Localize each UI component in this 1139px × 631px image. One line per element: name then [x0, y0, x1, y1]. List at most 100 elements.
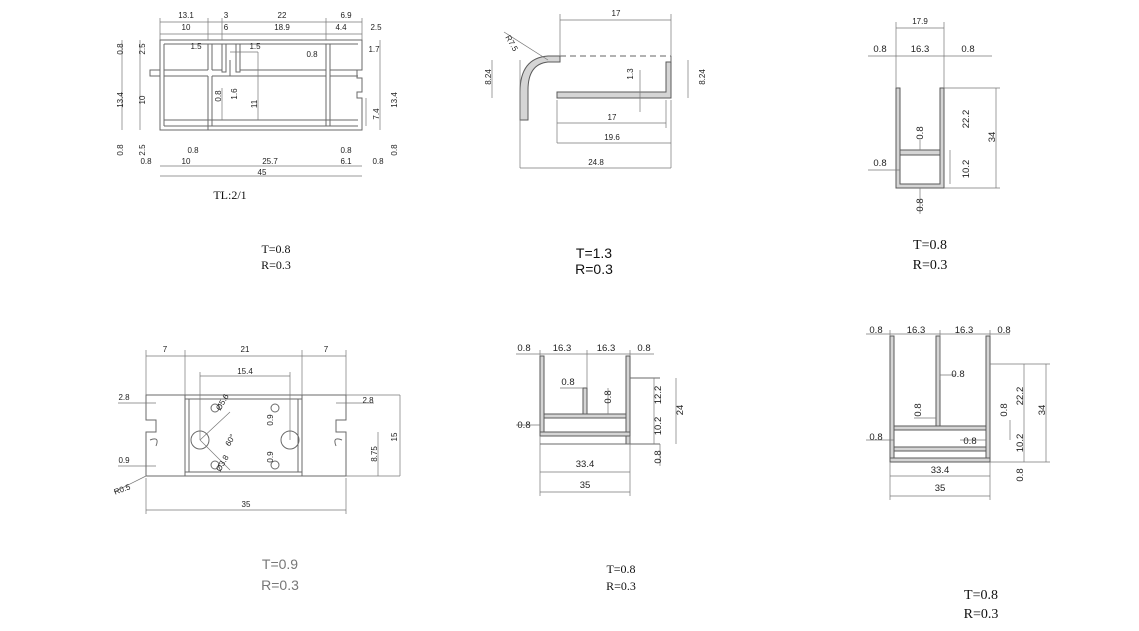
p5-dim-0.8e: 0.8 [517, 420, 530, 431]
p6-dim-0.8h: 0.8 [1015, 468, 1026, 481]
p5-dim-16.3b: 16.3 [597, 343, 616, 354]
p5-dim-0.8b: 0.8 [637, 343, 650, 354]
p6-dim-0.8g: 0.8 [963, 436, 976, 447]
p3-dim-22.2: 22.2 [961, 110, 972, 129]
p5-thickness: T=0.8 [606, 562, 635, 576]
p4-dim-2.8a: 2.8 [118, 393, 130, 402]
p1-dim-0.8d: 0.8 [116, 144, 125, 156]
p1-dim-3: 3 [224, 11, 229, 20]
p5-dim-33.4: 33.4 [576, 459, 595, 470]
p6-dim-0.8d: 0.8 [913, 403, 924, 416]
p3-dim-16.3: 16.3 [911, 44, 930, 55]
p1-dim-0.8g: 0.8 [340, 146, 352, 155]
p2-radius: R=0.3 [575, 261, 613, 277]
profile-1-drawing: 13.1 3 22 6.9 10 6 18.9 4.4 2.5 1.5 1.5 … [116, 11, 399, 202]
p4-dim-7b: 7 [324, 345, 329, 354]
p4-dim-7a: 7 [163, 345, 168, 354]
p1-radius: R=0.3 [261, 258, 291, 272]
p3-dim-17.9: 17.9 [912, 17, 928, 26]
p4-dim-8.75: 8.75 [370, 446, 379, 462]
p3-dim-0.8b: 0.8 [961, 44, 974, 55]
p3-dim-0.8d: 0.8 [873, 158, 886, 169]
p6-dim-33.4: 33.4 [931, 465, 950, 476]
p5-radius: R=0.3 [606, 579, 636, 593]
p6-dim-0.8b: 0.8 [997, 325, 1010, 336]
p5-dim-10.2: 10.2 [653, 417, 664, 436]
p1-dim-1.6: 1.6 [230, 88, 239, 100]
p5-dim-0.8f: 0.8 [653, 450, 664, 463]
p1-dim-0.8i: 0.8 [390, 144, 399, 156]
p5-dim-16.3a: 16.3 [553, 343, 572, 354]
p1-dim-18.9: 18.9 [274, 23, 290, 32]
p1-dim-1.5a: 1.5 [190, 42, 202, 51]
p6-thickness: T=0.8 [964, 588, 998, 603]
p6-dim-0.8c: 0.8 [951, 369, 964, 380]
p4-dim-15: 15 [390, 432, 399, 441]
p6-dim-0.8e: 0.8 [999, 403, 1010, 416]
p1-dim-0.8h: 0.8 [372, 157, 384, 166]
p6-dim-0.8a: 0.8 [869, 325, 882, 336]
profile-5-drawing: 0.8 16.3 16.3 0.8 0.8 0.8 12.2 24 0.8 10… [516, 343, 686, 496]
p5-dim-24: 24 [675, 405, 686, 416]
p5-dim-12.2: 12.2 [653, 386, 664, 405]
p2-dim-17a: 17 [612, 9, 621, 18]
p1-dim-0.8b: 0.8 [116, 43, 125, 55]
p2-dim-8.24b: 8.24 [698, 69, 707, 85]
p1-dim-10: 10 [182, 23, 191, 32]
p2-dim-24.8: 24.8 [588, 158, 604, 167]
p4-dim-0.9b: 0.9 [266, 451, 275, 463]
p6-dim-22.2: 22.2 [1015, 387, 1026, 406]
p2-dim-19.6: 19.6 [604, 133, 620, 142]
p1-dim-0.8c: 0.8 [214, 90, 223, 102]
p1-tag: TL:2/1 [213, 188, 246, 202]
profile-3-drawing: 17.9 0.8 16.3 0.8 22.2 34 0.8 0.8 10.2 0… [868, 17, 1000, 214]
p3-dim-34: 34 [987, 132, 998, 143]
p4-radius: R=0.3 [261, 577, 299, 593]
p2-thickness: T=1.3 [576, 245, 612, 261]
p6-dim-10.2: 10.2 [1015, 434, 1026, 453]
p1-dim-10c: 10 [182, 157, 191, 166]
p4-dim-R0.5: R0.5 [113, 482, 132, 496]
p4-dim-2.8b: 2.8 [362, 396, 374, 405]
p6-dim-34: 34 [1037, 405, 1048, 416]
p1-dim-25.7: 25.7 [262, 157, 278, 166]
p3-dim-0.8a: 0.8 [873, 44, 886, 55]
p1-dim-6: 6 [224, 23, 229, 32]
p3-dim-10.2: 10.2 [961, 160, 972, 179]
p1-thickness: T=0.8 [261, 242, 290, 256]
p1-dim-0.8e: 0.8 [140, 157, 152, 166]
p4-dim-35: 35 [242, 500, 251, 509]
p1-dim-6.9: 6.9 [340, 11, 352, 20]
p1-dim-45: 45 [258, 168, 267, 177]
p1-dim-10b: 10 [138, 95, 147, 104]
p2-dim-17b: 17 [608, 113, 617, 122]
p1-dim-7.4: 7.4 [372, 108, 381, 120]
p1-dim-6.1: 6.1 [340, 157, 352, 166]
p2-dim-8.24a: 8.24 [484, 69, 493, 85]
profile-4-drawing: 7 21 7 15.4 2.8 2.8 Ø5.6 0.9 60° 0.9 Ø3.… [113, 345, 401, 514]
p1-dim-2.5a: 2.5 [370, 23, 382, 32]
p4-dim-0.9a: 0.9 [266, 414, 275, 426]
p3-radius: R=0.3 [913, 258, 948, 273]
p1-dim-1.5b: 1.5 [249, 42, 261, 51]
p4-dim-dia3.8: Ø3.8 [214, 453, 231, 473]
p1-dim-0.8f: 0.8 [187, 146, 199, 155]
p4-thickness: T=0.9 [262, 556, 298, 572]
p5-dim-0.8d: 0.8 [603, 390, 614, 403]
p5-dim-0.8c: 0.8 [561, 377, 574, 388]
p5-dim-35: 35 [580, 480, 591, 491]
p1-dim-11: 11 [250, 99, 259, 108]
p2-dim-R7.5: R7.5 [503, 34, 520, 54]
p5-dim-0.8a: 0.8 [517, 343, 530, 354]
profile-2-drawing: 17 R7.5 8.24 1.3 8.24 17 19.6 24.8 [484, 9, 707, 169]
p1-dim-0.8a: 0.8 [306, 50, 318, 59]
p1-dim-4.4: 4.4 [335, 23, 347, 32]
p6-dim-16.3b: 16.3 [955, 325, 974, 336]
p1-dim-1.7: 1.7 [368, 45, 380, 54]
p1-dim-2.5c: 2.5 [138, 144, 147, 156]
p6-radius: R=0.3 [964, 607, 999, 622]
p6-dim-0.8f: 0.8 [869, 432, 882, 443]
p6-dim-16.3a: 16.3 [907, 325, 926, 336]
p1-dim-13.4b: 13.4 [390, 92, 399, 108]
